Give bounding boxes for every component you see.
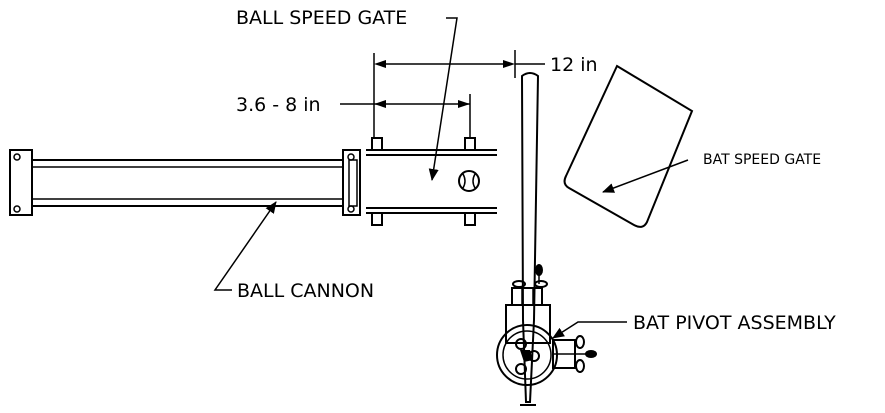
bolt-icon xyxy=(13,205,21,213)
bat xyxy=(520,72,540,406)
wing-nut-icon xyxy=(512,264,548,288)
leader-bat-pivot-assembly xyxy=(552,321,627,339)
bat-pivot-assembly xyxy=(496,264,597,386)
cannon-end-plate-right xyxy=(342,149,361,216)
leader-ball-cannon xyxy=(213,201,277,291)
bolt-icon xyxy=(347,153,355,161)
bolt-icon xyxy=(515,338,527,350)
label-bat-speed-gate: BAT SPEED GATE xyxy=(703,152,821,168)
label-12-in: 12 in xyxy=(550,54,598,76)
gate-post xyxy=(464,212,476,226)
ball-cannon xyxy=(9,149,361,216)
label-3-6-8-in: 3.6 - 8 in xyxy=(236,94,321,116)
bat-speed-gate-box xyxy=(563,64,694,228)
label-ball-cannon: BALL CANNON xyxy=(237,280,374,302)
pivot-hub xyxy=(496,324,558,386)
dimension-3-6-8-in xyxy=(340,94,471,138)
leader-ball-speed-gate xyxy=(428,17,458,181)
pivot-hub-inner xyxy=(502,330,552,380)
wing-nut-icon xyxy=(575,335,597,373)
gate-post xyxy=(371,137,383,151)
baseball-icon xyxy=(458,170,480,192)
pivot-center-mark xyxy=(520,350,533,362)
bat-barrel xyxy=(520,72,540,403)
cannon-end-plate-left xyxy=(9,149,33,216)
pivot-clamp xyxy=(511,287,543,306)
leader-bat-speed-gate xyxy=(602,159,689,193)
label-bat-pivot-assembly: BAT PIVOT ASSEMBLY xyxy=(633,312,836,334)
label-ball-speed-gate: BALL SPEED GATE xyxy=(236,7,407,29)
gate-post xyxy=(371,212,383,226)
bolt-icon xyxy=(347,205,355,213)
bolt-icon xyxy=(13,153,21,161)
dimension-12-in xyxy=(373,50,545,138)
cannon-collar xyxy=(348,159,358,207)
gate-post xyxy=(464,137,476,151)
ball-speed-gate xyxy=(366,137,497,226)
bolt-icon xyxy=(515,363,527,375)
